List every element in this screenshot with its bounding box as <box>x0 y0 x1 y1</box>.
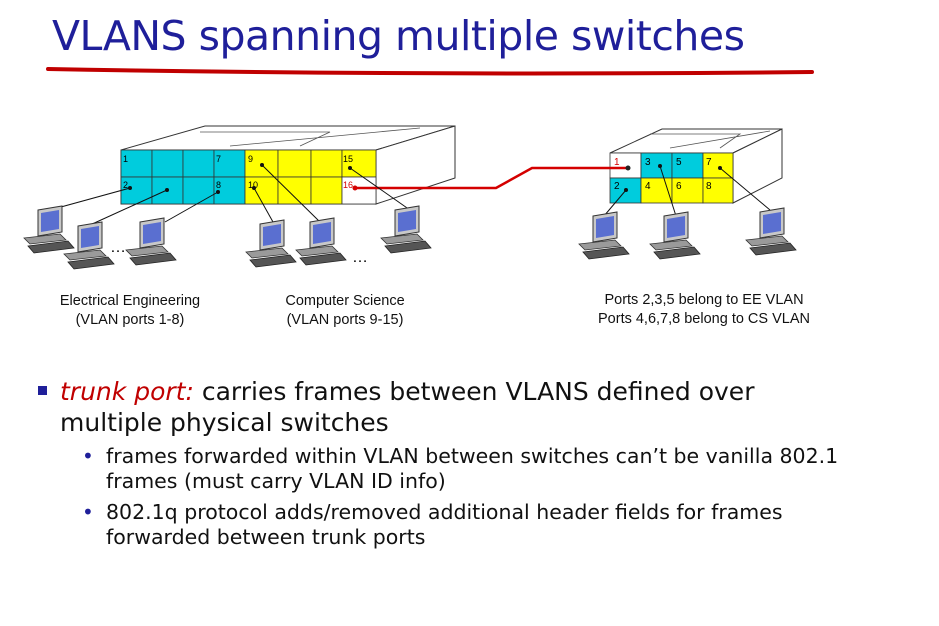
port-3 <box>640 152 673 179</box>
port-label: 2 <box>614 181 620 192</box>
pc-icon <box>23 205 75 254</box>
port-label: 1 <box>123 154 128 164</box>
port-8 <box>702 177 734 204</box>
title-underline <box>46 67 814 76</box>
caption-cs-line1: Computer Science <box>285 293 405 309</box>
cables-left <box>49 164 411 226</box>
caption-right: Ports 2,3,5 belong to EE VLAN Ports 4,6,… <box>580 291 828 329</box>
port-1 <box>120 149 153 178</box>
port-label: 2 <box>123 180 128 190</box>
cables-right <box>603 165 771 217</box>
right-switch: 1 3 5 7 2 4 6 8 <box>609 128 783 204</box>
bullet-text-2: multiple physical switches <box>60 408 389 437</box>
port-label: 5 <box>676 157 682 168</box>
ellipsis: … <box>352 249 368 266</box>
caption-cs: Computer Science (VLAN ports 9-15) <box>270 292 420 330</box>
caption-cs-line2: (VLAN ports 9-15) <box>286 312 404 328</box>
port-label: 7 <box>216 154 221 164</box>
bullet-list: trunk port: carries frames between VLANS… <box>36 376 916 550</box>
port-label: 15 <box>343 154 353 164</box>
pc-icon <box>380 205 432 254</box>
port-label: 6 <box>676 181 682 192</box>
caption-ee: Electrical Engineering (VLAN ports 1-8) <box>48 292 212 330</box>
pc-icon <box>295 217 347 266</box>
port-15 <box>341 149 377 178</box>
ellipsis: … <box>110 239 126 256</box>
slide-title: VLANS spanning multiple switches <box>52 12 745 60</box>
pc-icon <box>649 211 701 260</box>
sub-bullet-line1: 802.1q protocol adds/removed additional … <box>106 500 783 524</box>
sub-bullet-line2: forwarded between trunk ports <box>106 525 426 549</box>
port-7 <box>182 149 215 178</box>
port-label: 9 <box>248 154 253 164</box>
caption-ee-line2: (VLAN ports 1-8) <box>75 312 185 328</box>
dot-bullet-icon: • <box>82 444 94 468</box>
bullet-text: carries frames between VLANS defined ove… <box>193 377 755 406</box>
sub-bullet-line1: frames forwarded within VLAN between swi… <box>106 444 839 468</box>
port-7 <box>702 152 734 179</box>
bullet-trunk-port: trunk port: carries frames between VLANS… <box>36 376 916 438</box>
port-label: 7 <box>706 157 712 168</box>
term-trunk-port: trunk port: <box>60 377 194 406</box>
sub-bullet-line2: frames (must carry VLAN ID info) <box>106 469 446 493</box>
pc-icon <box>745 207 797 256</box>
dot-bullet-icon: • <box>82 500 94 524</box>
sub-bullet: • frames forwarded within VLAN between s… <box>36 444 916 494</box>
square-bullet-icon <box>38 386 47 395</box>
port-label: 10 <box>248 180 258 190</box>
caption-right-line1: Ports 2,3,5 belong to EE VLAN <box>604 292 804 308</box>
pc-icon <box>245 219 297 268</box>
caption-right-line2: Ports 4,6,7,8 belong to CS VLAN <box>598 311 810 327</box>
port-6 <box>671 177 704 204</box>
port-16 <box>341 176 377 205</box>
left-switch-ports: 1 7 9 15 2 8 10 16 <box>120 149 377 205</box>
port-label: 8 <box>706 181 712 192</box>
port-label: 1 <box>614 157 620 168</box>
port-label: 3 <box>645 157 651 168</box>
pc-icon <box>125 217 177 266</box>
trunk-link <box>355 166 628 190</box>
port-4 <box>640 177 673 204</box>
port-label: 16 <box>343 180 353 190</box>
pc-icon <box>578 211 630 260</box>
caption-ee-line1: Electrical Engineering <box>59 293 201 309</box>
port-label: 8 <box>216 180 221 190</box>
port-10 <box>244 176 279 205</box>
port-label: 4 <box>645 181 651 192</box>
sub-bullet: • 802.1q protocol adds/removed additiona… <box>36 500 916 550</box>
vlan-diagram: 1 7 9 15 2 8 10 16 1 3 5 7 2 4 6 8 <box>23 125 797 270</box>
